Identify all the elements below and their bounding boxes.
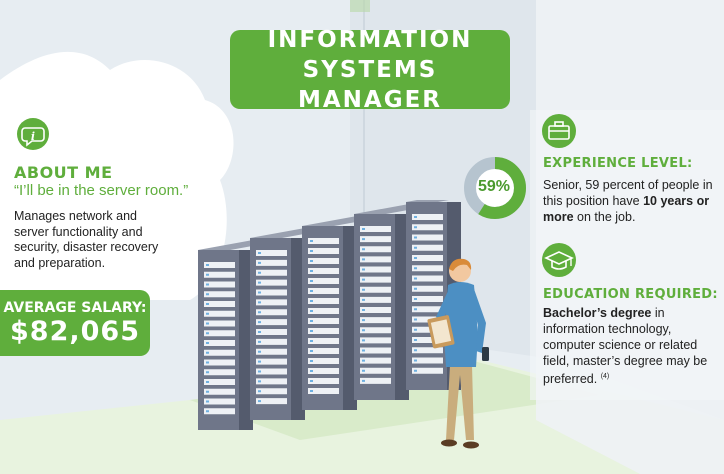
donut-fill (464, 157, 526, 219)
donut-percent-label: 59% (477, 178, 511, 195)
experience-desc-bold: 10 years or more (543, 194, 710, 224)
server-racks-illustration (198, 200, 461, 430)
about-title: ABOUT ME (14, 163, 113, 182)
server-rack (302, 216, 367, 410)
info-speech-bubble-icon: i (17, 118, 49, 150)
experience-desc-prefix: Senior, 59 percent of people in this pos… (543, 178, 713, 208)
salary-label: AVERAGE SALARY: (3, 300, 147, 316)
title-line-1: INFORMATION (267, 26, 473, 53)
salary-badge: AVERAGE SALARY: $82,065 (0, 290, 150, 356)
experience-donut (464, 157, 526, 219)
server-rack (198, 240, 263, 430)
education-desc-rest: in information technology, computer scie… (543, 306, 708, 387)
about-description: Manages network and server functionality… (14, 209, 159, 270)
education-footnote: (4) (600, 373, 610, 380)
education-description: Bachelor’s degree in information technol… (543, 305, 718, 387)
server-rack (354, 204, 419, 400)
experience-title: EXPERIENCE LEVEL: (543, 156, 693, 171)
education-desc-bold: Bachelor’s degree (543, 306, 652, 320)
about-quote: “I’ll be in the server room.” (14, 182, 189, 199)
briefcase-icon (542, 114, 576, 148)
experience-desc-suffix: on the job. (573, 210, 636, 224)
cloud-shape (0, 51, 234, 301)
svg-text:i: i (31, 130, 35, 143)
title-line-2: SYSTEMS MANAGER (297, 56, 443, 113)
education-title: EDUCATION REQUIRED: (543, 287, 718, 302)
server-rack (250, 228, 315, 420)
salary-value: $82,065 (10, 316, 140, 347)
experience-description: Senior, 59 percent of people in this pos… (543, 177, 718, 225)
graduation-cap-icon (542, 243, 576, 277)
page-title: INFORMATION SYSTEMS MANAGER (230, 27, 510, 113)
person-illustration (427, 258, 489, 449)
